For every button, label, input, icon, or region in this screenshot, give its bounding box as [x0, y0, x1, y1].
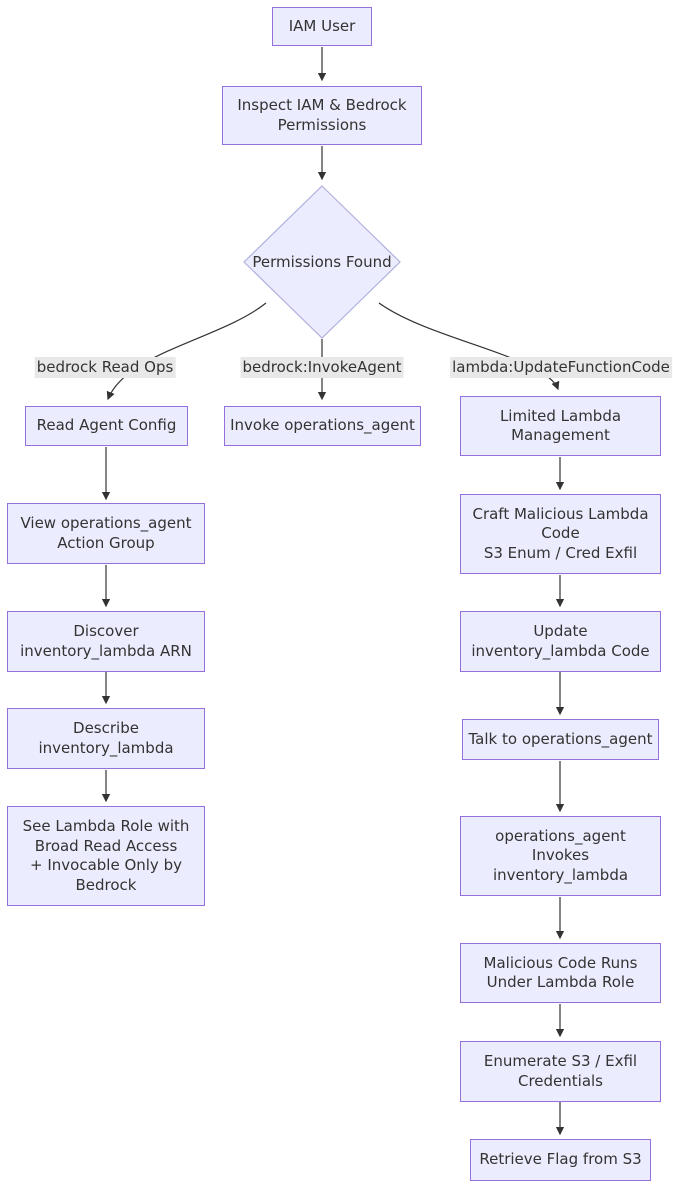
node-iam-user: IAM User: [272, 7, 372, 46]
node-view-operations-agent-action-group: View operations_agent Action Group: [7, 503, 205, 564]
edge-label-bedrock-read-ops: bedrock Read Ops: [34, 357, 176, 378]
edge-label-lambda-updatefunctioncode: lambda:UpdateFunctionCode: [450, 357, 672, 378]
node-discover-inventory-lambda-arn: Discover inventory_lambda ARN: [7, 611, 205, 672]
node-craft-malicious-lambda-code: Craft Malicious Lambda Code S3 Enum / Cr…: [460, 494, 661, 574]
node-see-lambda-role: See Lambda Role with Broad Read Access +…: [7, 806, 205, 906]
edge-label-bedrock-invokeagent: bedrock:InvokeAgent: [240, 357, 404, 378]
node-read-agent-config: Read Agent Config: [25, 406, 188, 446]
node-inspect-iam-bedrock-permissions: Inspect IAM & Bedrock Permissions: [222, 86, 422, 145]
node-update-inventory-lambda-code: Update inventory_lambda Code: [460, 611, 661, 672]
decision-diamond-shape: [243, 185, 401, 339]
node-malicious-code-runs-under-lambda-role: Malicious Code Runs Under Lambda Role: [460, 943, 661, 1003]
edge-diamond-readconfig: [106, 302, 267, 401]
node-talk-to-operations-agent: Talk to operations_agent: [462, 719, 659, 760]
node-describe-inventory-lambda: Describe inventory_lambda: [7, 708, 205, 769]
node-permissions-found: Permissions Found: [252, 253, 392, 271]
node-enumerate-s3-exfil-credentials: Enumerate S3 / Exfil Credentials: [460, 1041, 661, 1102]
node-retrieve-flag-from-s3: Retrieve Flag from S3: [470, 1139, 651, 1181]
node-operations-agent-invokes-inventory-lambda: operations_agent Invokes inventory_lambd…: [460, 816, 661, 896]
node-invoke-operations-agent: Invoke operations_agent: [224, 406, 421, 446]
node-limited-lambda-management: Limited Lambda Management: [460, 396, 661, 456]
